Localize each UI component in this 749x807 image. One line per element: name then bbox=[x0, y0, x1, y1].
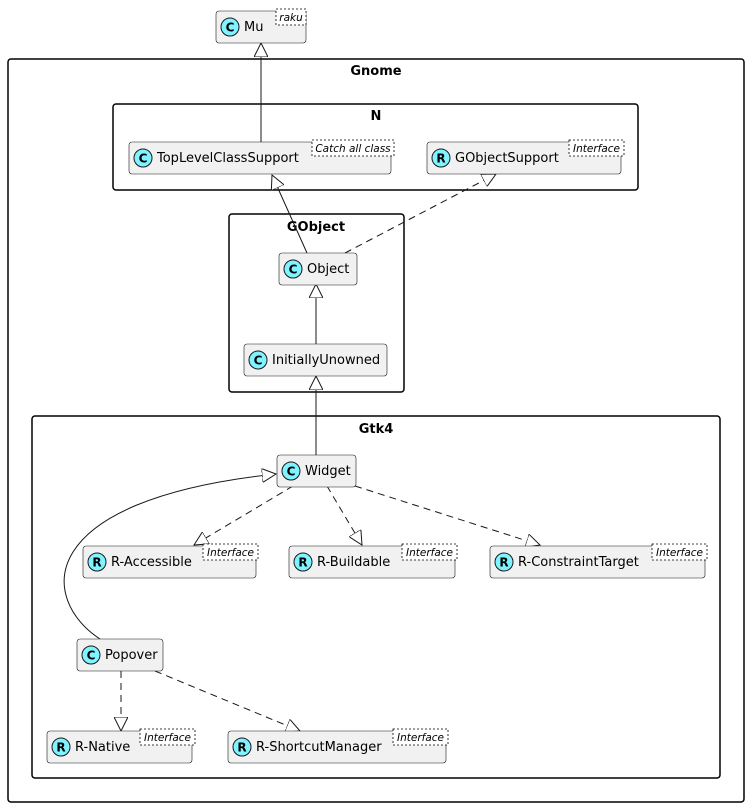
class-rbuildable-stereotype: Interface bbox=[406, 547, 453, 559]
class-rshortcutmanager-name: R-ShortcutManager bbox=[256, 740, 382, 755]
interface-badge-icon bbox=[431, 148, 451, 168]
class-badge-letter: C bbox=[87, 649, 96, 663]
class-toplevelclasssupport[interactable]: C TopLevelClassSupport Catch all class bbox=[128, 139, 395, 175]
class-badge-icon bbox=[220, 17, 240, 37]
class-object-name: Object bbox=[307, 262, 349, 277]
class-raccessible-stereotype: Interface bbox=[207, 547, 254, 559]
package-n-title: N bbox=[371, 109, 382, 124]
class-rbuildable-name: R-Buildable bbox=[317, 555, 390, 570]
class-gobjectsupport-stereotype: Interface bbox=[573, 143, 620, 155]
class-rconstrainttarget[interactable]: R R-ConstraintTarget Interface bbox=[489, 543, 708, 579]
class-badge-letter: R bbox=[56, 741, 65, 755]
class-mu[interactable]: C Mu raku bbox=[215, 8, 307, 44]
class-badge-letter: R bbox=[298, 556, 307, 570]
class-rnative-name: R-Native bbox=[75, 740, 130, 755]
package-n: N bbox=[112, 103, 639, 191]
class-popover-name: Popover bbox=[105, 648, 158, 663]
class-widget[interactable]: C Widget bbox=[276, 454, 357, 488]
package-gtk4: Gtk4 bbox=[31, 415, 721, 779]
class-rshortcutmanager[interactable]: R R-ShortcutManager Interface bbox=[227, 728, 449, 764]
class-rconstrainttarget-name: R-ConstraintTarget bbox=[518, 555, 639, 570]
class-object[interactable]: C Object bbox=[278, 252, 358, 286]
class-badge-icon bbox=[248, 350, 268, 370]
package-gtk4-title: Gtk4 bbox=[359, 422, 394, 437]
interface-badge-icon bbox=[87, 552, 107, 572]
class-initiallyunowned-name: InitiallyUnowned bbox=[272, 353, 380, 368]
class-raccessible-name: R-Accessible bbox=[111, 555, 192, 570]
class-widget-name: Widget bbox=[305, 464, 351, 479]
class-badge-letter: C bbox=[139, 152, 148, 166]
interface-badge-icon bbox=[232, 737, 252, 757]
class-badge-letter: C bbox=[226, 21, 235, 35]
class-mu-stereotype: raku bbox=[279, 12, 303, 24]
class-raccessible[interactable]: R R-Accessible Interface bbox=[82, 543, 259, 579]
class-badge-icon bbox=[283, 259, 303, 279]
class-rnative[interactable]: R R-Native Interface bbox=[46, 728, 196, 764]
class-toplevel-name: TopLevelClassSupport bbox=[156, 151, 299, 166]
interface-badge-icon bbox=[51, 737, 71, 757]
class-badge-icon bbox=[81, 645, 101, 665]
class-gobjectsupport-name: GObjectSupport bbox=[455, 151, 559, 166]
class-badge-letter: R bbox=[237, 741, 246, 755]
class-gobjectsupport[interactable]: R GObjectSupport Interface bbox=[426, 139, 625, 175]
edge-widget-raccessible bbox=[194, 485, 294, 545]
edge-widget-rbuildable bbox=[326, 485, 362, 545]
edge-popover-widget bbox=[63, 474, 276, 640]
edge-object-toplevel bbox=[272, 175, 308, 254]
class-rconstrainttarget-stereotype: Interface bbox=[656, 547, 703, 559]
class-badge-letter: C bbox=[289, 263, 298, 277]
edge-popover-rshortcutmanager bbox=[154, 670, 300, 731]
class-rbuildable[interactable]: R R-Buildable Interface bbox=[288, 543, 458, 579]
class-initiallyunowned[interactable]: C InitiallyUnowned bbox=[243, 343, 388, 377]
class-popover[interactable]: C Popover bbox=[76, 638, 164, 672]
interface-badge-icon bbox=[494, 552, 514, 572]
class-mu-name: Mu bbox=[244, 20, 263, 35]
class-badge-letter: C bbox=[287, 465, 296, 479]
class-rshortcutmanager-stereotype: Interface bbox=[397, 732, 444, 744]
package-gnome-title: Gnome bbox=[350, 64, 401, 79]
class-badge-letter: R bbox=[436, 152, 445, 166]
package-gnome: Gnome bbox=[7, 58, 745, 803]
package-gobject-title: GObject bbox=[287, 220, 345, 235]
class-badge-icon bbox=[281, 461, 301, 481]
interface-badge-icon bbox=[293, 552, 313, 572]
class-rnative-stereotype: Interface bbox=[144, 732, 191, 744]
class-toplevel-stereotype: Catch all class bbox=[315, 143, 391, 155]
class-badge-letter: C bbox=[254, 354, 263, 368]
class-badge-letter: R bbox=[92, 556, 101, 570]
class-badge-icon bbox=[133, 148, 153, 168]
edge-object-gobjectsupport bbox=[344, 174, 496, 254]
edge-widget-rconstrainttarget bbox=[354, 485, 540, 545]
class-badge-letter: R bbox=[499, 556, 508, 570]
